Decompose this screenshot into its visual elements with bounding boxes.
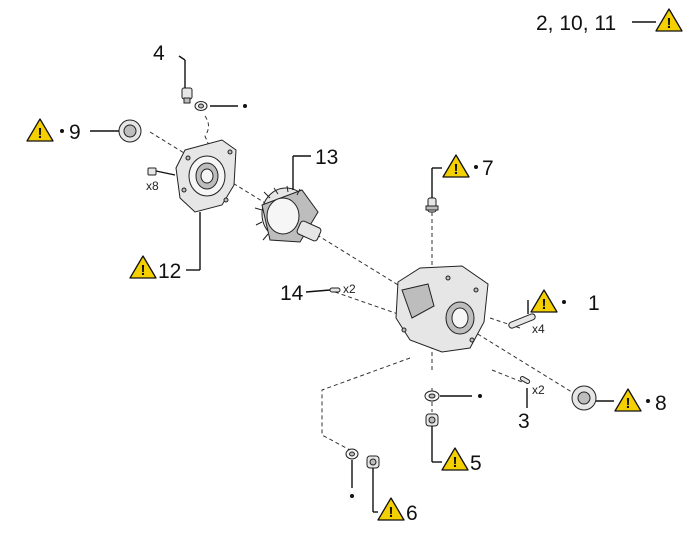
bullet-dot-icon xyxy=(478,394,482,398)
callout-7: 7 xyxy=(482,157,494,180)
part-4-bolt xyxy=(181,87,193,104)
bullet-dot-icon xyxy=(646,399,650,403)
gearbox-housing xyxy=(395,265,489,353)
warning-triangle-icon xyxy=(530,289,558,314)
callout-14: 14 xyxy=(280,282,304,305)
part-9-seal xyxy=(118,119,142,143)
qty-pins-3: x2 xyxy=(532,383,545,397)
part-6-washer xyxy=(345,448,359,460)
warning-triangle-icon xyxy=(377,497,405,522)
callout-5: 5 xyxy=(470,452,482,475)
warning-triangle-icon xyxy=(441,447,469,472)
part-4-washer xyxy=(194,101,208,111)
part-6-plug xyxy=(366,455,380,469)
bullet-dot-icon xyxy=(60,129,64,133)
bullet-dot-icon xyxy=(474,165,478,169)
warning-triangle-icon xyxy=(655,8,683,33)
part-14-pin xyxy=(329,287,341,293)
part-13-gear xyxy=(254,185,322,243)
warning-triangle-icon xyxy=(26,118,54,143)
warning-triangle-icon xyxy=(129,255,157,280)
callout-8: 8 xyxy=(655,392,667,415)
qty-pins-14: x2 xyxy=(343,282,356,296)
part-12-cover xyxy=(175,139,237,213)
part-12-bolt xyxy=(147,167,176,176)
callout-2-10-11: 2, 10, 11 xyxy=(536,12,616,35)
callout-13: 13 xyxy=(315,146,338,169)
part-5-plug xyxy=(425,413,439,427)
callout-9: 9 xyxy=(69,121,81,144)
part-1-pin xyxy=(508,313,536,329)
part-7-breather xyxy=(425,197,439,213)
callout-3: 3 xyxy=(518,410,530,433)
drain-washer xyxy=(424,390,440,402)
bullet-dot-icon xyxy=(350,494,354,498)
callout-12: 12 xyxy=(158,260,181,283)
warning-triangle-icon xyxy=(442,154,470,179)
part-8-seal xyxy=(571,385,597,411)
warning-triangle-icon xyxy=(614,388,642,413)
bullet-dot-icon xyxy=(243,104,247,108)
qty-bolts-12: x8 xyxy=(146,179,159,193)
callout-1: 1 xyxy=(588,292,600,315)
part-3-pin xyxy=(519,376,531,384)
qty-pins-1: x4 xyxy=(532,322,545,336)
bullet-dot-icon xyxy=(562,300,566,304)
callout-6: 6 xyxy=(406,502,418,525)
callout-4: 4 xyxy=(153,42,165,65)
